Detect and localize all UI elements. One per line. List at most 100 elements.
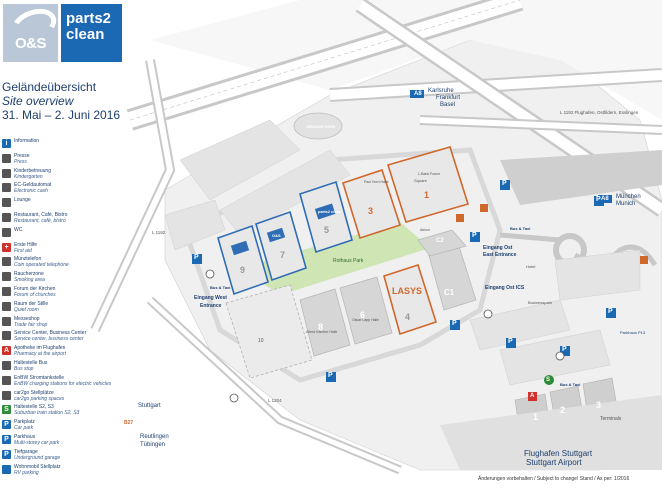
hall-number: 4: [405, 312, 411, 322]
parking-fields: [164, 119, 641, 386]
hall-number: 10: [258, 338, 264, 344]
page-title: Geländeübersicht: [2, 80, 97, 94]
bus-icon[interactable]: [483, 309, 493, 319]
airport-apron: [500, 150, 662, 205]
legend-label-en: RV parking: [14, 469, 39, 476]
parking-letter: P: [562, 346, 567, 353]
terminal-number: 3: [596, 400, 602, 410]
place-label: München: [616, 194, 641, 200]
legend-label-en: Trade fair shop: [14, 321, 48, 328]
hall-7[interactable]: [255, 210, 307, 282]
parkhaus-label: Parkhaus P13: [620, 330, 646, 335]
legend-label: Information: [14, 138, 40, 144]
pharmacy-icon: A: [2, 346, 11, 356]
terminal-label: Terminals: [600, 416, 622, 422]
hall-10[interactable]: [225, 284, 313, 379]
s-bahn-icon: S: [2, 405, 11, 415]
hall-grey-group: [225, 229, 477, 379]
airport-marker: A: [530, 393, 535, 399]
airport-terminals: [440, 377, 662, 470]
parking-icon[interactable]: [192, 254, 202, 264]
legend-label-en: Press: [14, 158, 27, 165]
legend-label: Messeshop: [14, 315, 40, 322]
footer-note: Änderungen vorbehalten / Subject to chan…: [478, 476, 630, 482]
legend-label-en: Car park: [14, 425, 34, 432]
legend-item: Lounge: [2, 197, 31, 208]
restaurant-icon: [2, 213, 11, 222]
legend-label: Haltestelle Bus: [14, 360, 48, 366]
legend-label: Presse: [14, 152, 30, 159]
legend-label: Lounge: [14, 197, 31, 204]
parking-icon[interactable]: [500, 180, 510, 190]
lasys-label: LASYS: [392, 286, 423, 296]
legend-label: Haltestelle S2, S3: [14, 404, 54, 411]
s-bahn-icon[interactable]: [544, 375, 554, 385]
legend-label-en: Kindergarten: [14, 173, 43, 180]
highway-label: A8: [414, 91, 422, 97]
hall-6[interactable]: [339, 276, 393, 345]
hall-number: C2: [436, 238, 444, 244]
legend-label-en: Coin operated telephone: [14, 262, 69, 269]
hall-number: C1: [444, 288, 455, 297]
hall-9[interactable]: [217, 224, 269, 296]
hall-3[interactable]: [342, 168, 402, 240]
parking-icon[interactable]: [450, 320, 460, 330]
hall-name: Alfred Kärcher Halle: [306, 330, 338, 334]
hall-1[interactable]: [386, 146, 470, 223]
phone-icon: [2, 257, 11, 267]
legend-label-en: Pharmacy at the airport: [14, 351, 66, 358]
park-label: Rothaus Park: [333, 258, 364, 264]
parking-letter: P: [328, 372, 333, 379]
bus-icon[interactable]: [555, 351, 565, 361]
legend-label-en: Service center, business center: [14, 336, 84, 343]
terminal-number: 2: [560, 405, 566, 415]
legend-label-en: Suburban train station S2, S3: [14, 410, 80, 417]
atm-icon: [2, 183, 11, 193]
legend-label-en: EnBW charging stations for electric vehi…: [14, 380, 112, 387]
legend-label: WC: [14, 226, 23, 233]
parking-icon[interactable]: [560, 346, 570, 356]
parking-icon[interactable]: [326, 372, 336, 382]
legend-label-en: Underground garage: [14, 454, 61, 461]
airport-label: Stuttgart Airport: [526, 458, 582, 467]
legend-label: Raum der Stille: [14, 300, 49, 307]
bus-stop-markers: [205, 269, 565, 403]
hall-number: 5: [324, 225, 330, 235]
parking-letter: P: [508, 338, 513, 345]
legend-label-en: Quiet room: [14, 306, 39, 313]
place-label: Karlsruhe: [428, 88, 454, 94]
wc-icon: [2, 227, 11, 237]
hall-4[interactable]: [383, 263, 437, 336]
parking-icon[interactable]: [606, 308, 616, 318]
bus-icon[interactable]: [205, 269, 215, 279]
bus-icon[interactable]: [229, 393, 239, 403]
hall-5[interactable]: [299, 180, 353, 254]
hall-c2[interactable]: [417, 229, 467, 257]
legend-label: Parkhaus: [14, 434, 36, 440]
legend-label: EC-Geldautomat: [14, 182, 52, 189]
parking-icon[interactable]: [506, 338, 516, 348]
pharmacy-icon[interactable]: [528, 392, 537, 401]
road-label: L 1204: [268, 398, 282, 403]
road-l1192: [90, 59, 402, 475]
hall-8[interactable]: [299, 288, 351, 357]
legend-label: Kinderbetreuung: [14, 167, 51, 174]
parking-icon[interactable]: [470, 232, 480, 242]
legend-label-en: car2go parking spaces: [14, 395, 65, 402]
oval-label: ORANGE PARK: [306, 124, 336, 129]
entrance-label: East Entrance: [483, 252, 517, 258]
terminal-number: 1: [533, 412, 539, 422]
place-label: Munich: [616, 201, 636, 207]
place-label: Reutlingen: [140, 434, 169, 440]
parking-letter: P: [194, 254, 199, 261]
